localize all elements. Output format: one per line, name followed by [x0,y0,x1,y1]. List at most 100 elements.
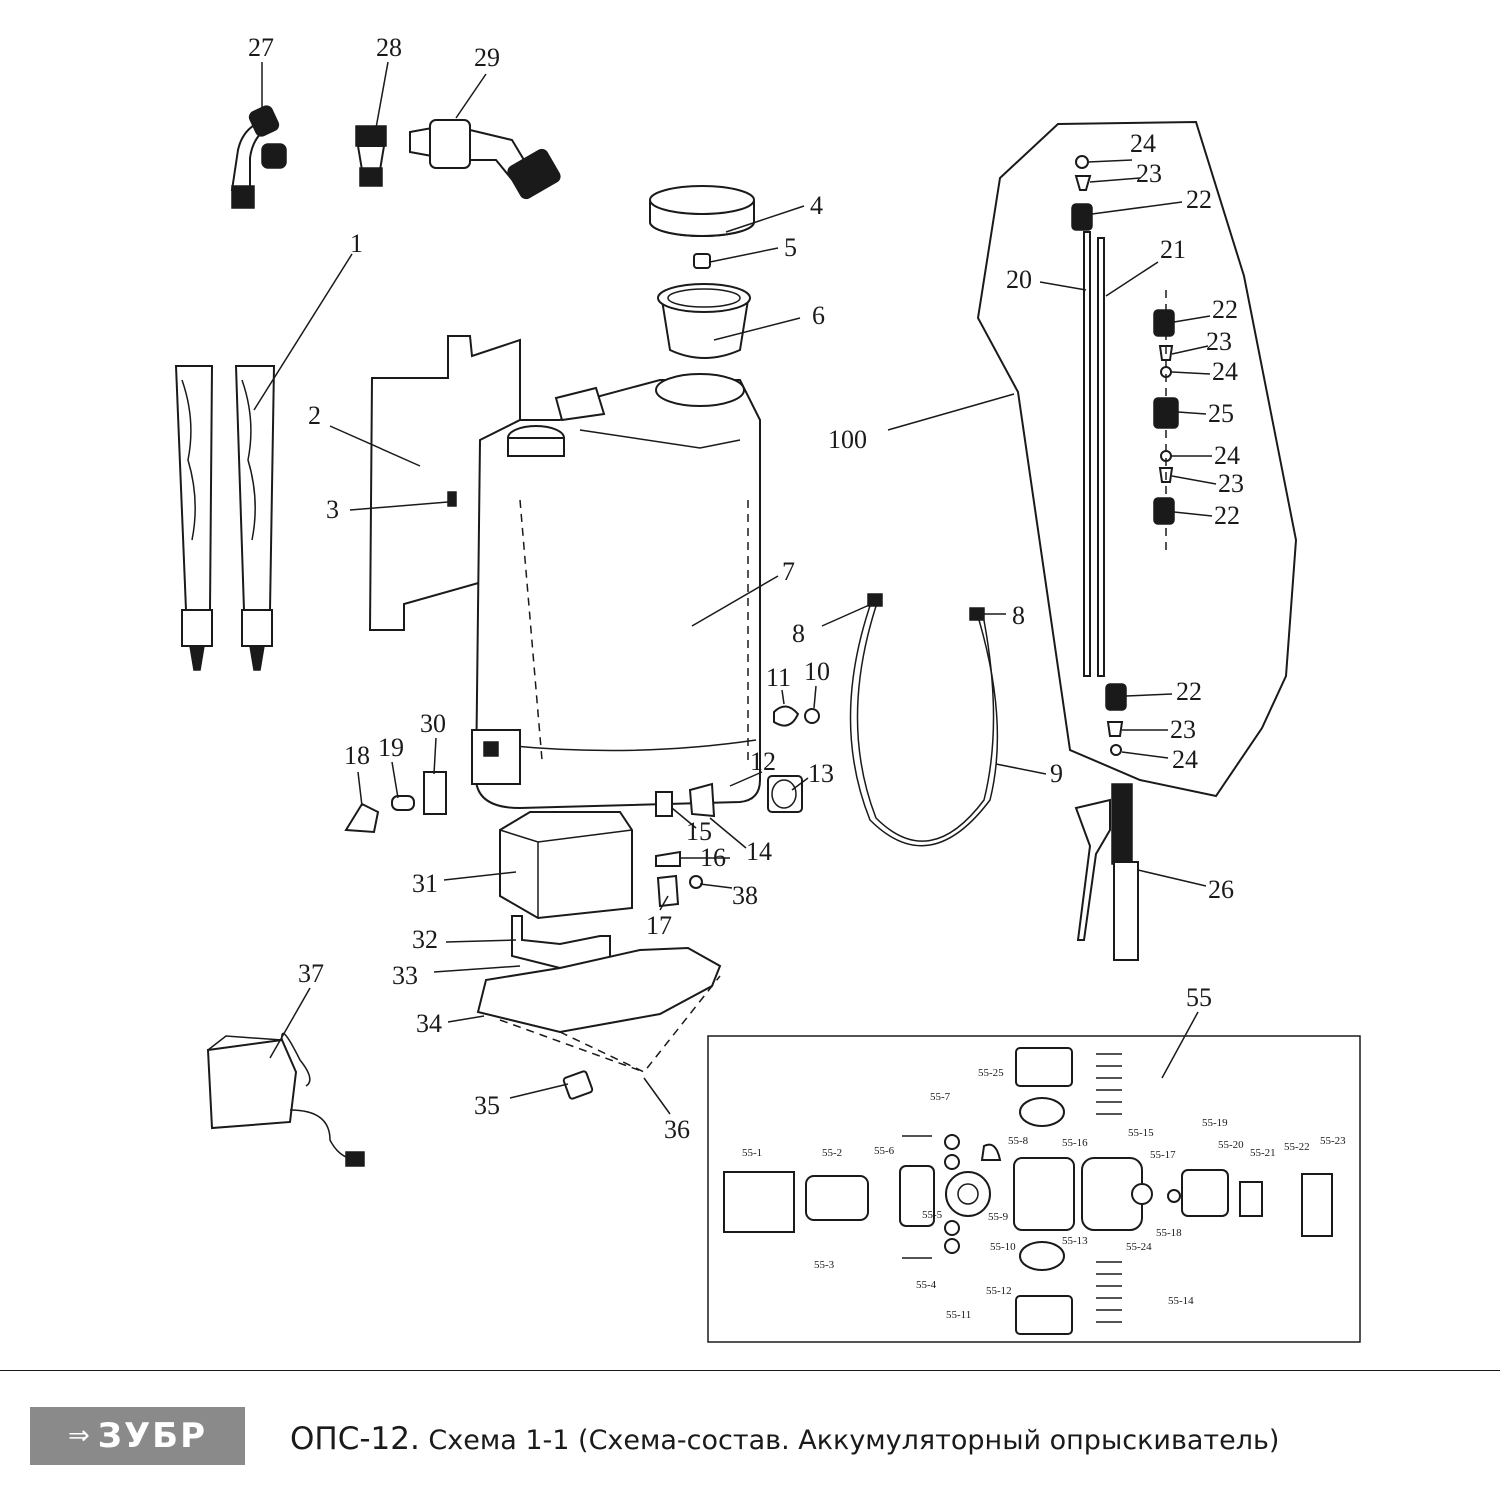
brand-logo: ⇒ ЗУБР [30,1407,245,1465]
sublabel-55-22: 55-22 [1284,1141,1310,1153]
sublabel-55-20: 55-20 [1218,1139,1244,1151]
sublabel-55-24: 55-24 [1126,1241,1152,1253]
sublabel-55-21: 55-21 [1250,1147,1276,1159]
label-18: 18 [344,741,370,770]
label-24a: 24 [1130,129,1156,158]
label-23a: 23 [1136,159,1162,188]
label-37: 37 [298,959,324,988]
battery-31 [499,811,633,920]
pump-assembly-55 [707,1035,1361,1343]
label-100: 100 [828,425,867,454]
diagram-caption: ОПС-12. Схема 1-1 (Схема-состав. Аккумул… [290,1421,1279,1457]
label-4: 4 [810,191,823,220]
sublabel-55-18: 55-18 [1156,1227,1182,1239]
label-22c: 22 [1214,501,1240,530]
label-23c: 23 [1218,469,1244,498]
pump-sublabels: 55-1 55-2 55-3 55-4 55-5 55-6 55-7 55-8 … [742,1067,1346,1321]
label-24b: 24 [1212,357,1238,386]
sublabel-55-15: 55-15 [1128,1127,1154,1139]
tank-7 [471,373,761,810]
label-9: 9 [1050,759,1063,788]
label-8a: 8 [792,619,805,648]
sublabel-55-13: 55-13 [1062,1235,1088,1247]
sublabel-55-17: 55-17 [1150,1149,1176,1161]
sublabel-55-1: 55-1 [742,1147,762,1159]
part-labels: 27 28 29 1 2 3 4 5 6 7 8 8 9 10 11 12 13… [248,33,1244,1144]
caption-description: Схема 1-1 (Схема-состав. Аккумуляторный … [419,1425,1280,1456]
sublabel-55-23: 55-23 [1320,1135,1346,1147]
label-35: 35 [474,1091,500,1120]
label-55: 55 [1186,983,1212,1012]
label-8b: 8 [1012,601,1025,630]
brand-name: ЗУБР [97,1416,207,1456]
label-29: 29 [474,43,500,72]
sublabel-55-16: 55-16 [1062,1137,1088,1149]
label-10: 10 [804,657,830,686]
tray-34 [476,946,722,1100]
strap-right [234,365,276,671]
label-21: 21 [1160,235,1186,264]
sublabel-55-2: 55-2 [822,1147,842,1159]
label-22a: 22 [1186,185,1212,214]
label-23b: 23 [1206,327,1232,356]
label-36: 36 [664,1115,690,1144]
label-14: 14 [746,837,772,866]
sublabel-55-12: 55-12 [986,1285,1012,1297]
sublabel-55-7: 55-7 [930,1091,951,1103]
sublabel-55-4: 55-4 [916,1279,937,1291]
hose-9 [849,593,999,847]
label-6: 6 [812,301,825,330]
arrow-icon: ⇒ [68,1421,90,1451]
label-15: 15 [686,817,712,846]
strap-left [174,365,214,671]
sublabel-55-8: 55-8 [1008,1135,1029,1147]
label-22b: 22 [1212,295,1238,324]
sublabel-55-11: 55-11 [946,1309,971,1321]
label-22d: 22 [1176,677,1202,706]
sublabel-55-5: 55-5 [922,1209,943,1221]
nozzle-28 [355,125,387,187]
label-17: 17 [646,911,672,940]
nozzle-29 [409,119,561,200]
label-27: 27 [248,33,274,62]
label-13: 13 [808,759,834,788]
label-30: 30 [420,709,446,738]
label-5: 5 [784,233,797,262]
label-19: 19 [378,733,404,762]
label-24c: 24 [1214,441,1240,470]
sublabel-55-9: 55-9 [988,1211,1009,1223]
label-23d: 23 [1170,715,1196,744]
label-28: 28 [376,33,402,62]
strainer-6 [657,283,751,359]
spray-handle-26 [1074,783,1139,961]
label-12: 12 [750,747,776,776]
sublabel-55-14: 55-14 [1168,1295,1194,1307]
label-7: 7 [782,557,795,586]
label-38: 38 [732,881,758,910]
nozzle-27 [230,105,287,209]
wand-assembly-100 [976,120,1298,798]
sublabel-55-19: 55-19 [1202,1117,1228,1129]
sublabel-55-10: 55-10 [990,1241,1016,1253]
label-34: 34 [416,1009,442,1038]
label-1: 1 [350,229,363,258]
label-26: 26 [1208,875,1234,904]
footer-divider [0,1370,1500,1371]
label-25: 25 [1208,399,1234,428]
leader-lines [253,61,1217,1115]
sublabel-55-25: 55-25 [978,1067,1004,1079]
footer: ⇒ ЗУБР ОПС-12. Схема 1-1 (Схема-состав. … [0,1371,1500,1500]
label-33: 33 [392,961,418,990]
exploded-parts-diagram: 27 28 29 1 2 3 4 5 6 7 8 8 9 10 11 12 13… [174,33,1361,1343]
label-20: 20 [1006,265,1032,294]
label-32: 32 [412,925,438,954]
charger-37 [206,1032,365,1167]
bracket-32 [511,915,611,970]
lid-4 [649,185,755,237]
valve-5 [693,253,711,269]
label-31: 31 [412,869,438,898]
label-2: 2 [308,401,321,430]
label-3: 3 [326,495,339,524]
label-11: 11 [766,663,791,692]
sublabel-55-3: 55-3 [814,1259,835,1271]
